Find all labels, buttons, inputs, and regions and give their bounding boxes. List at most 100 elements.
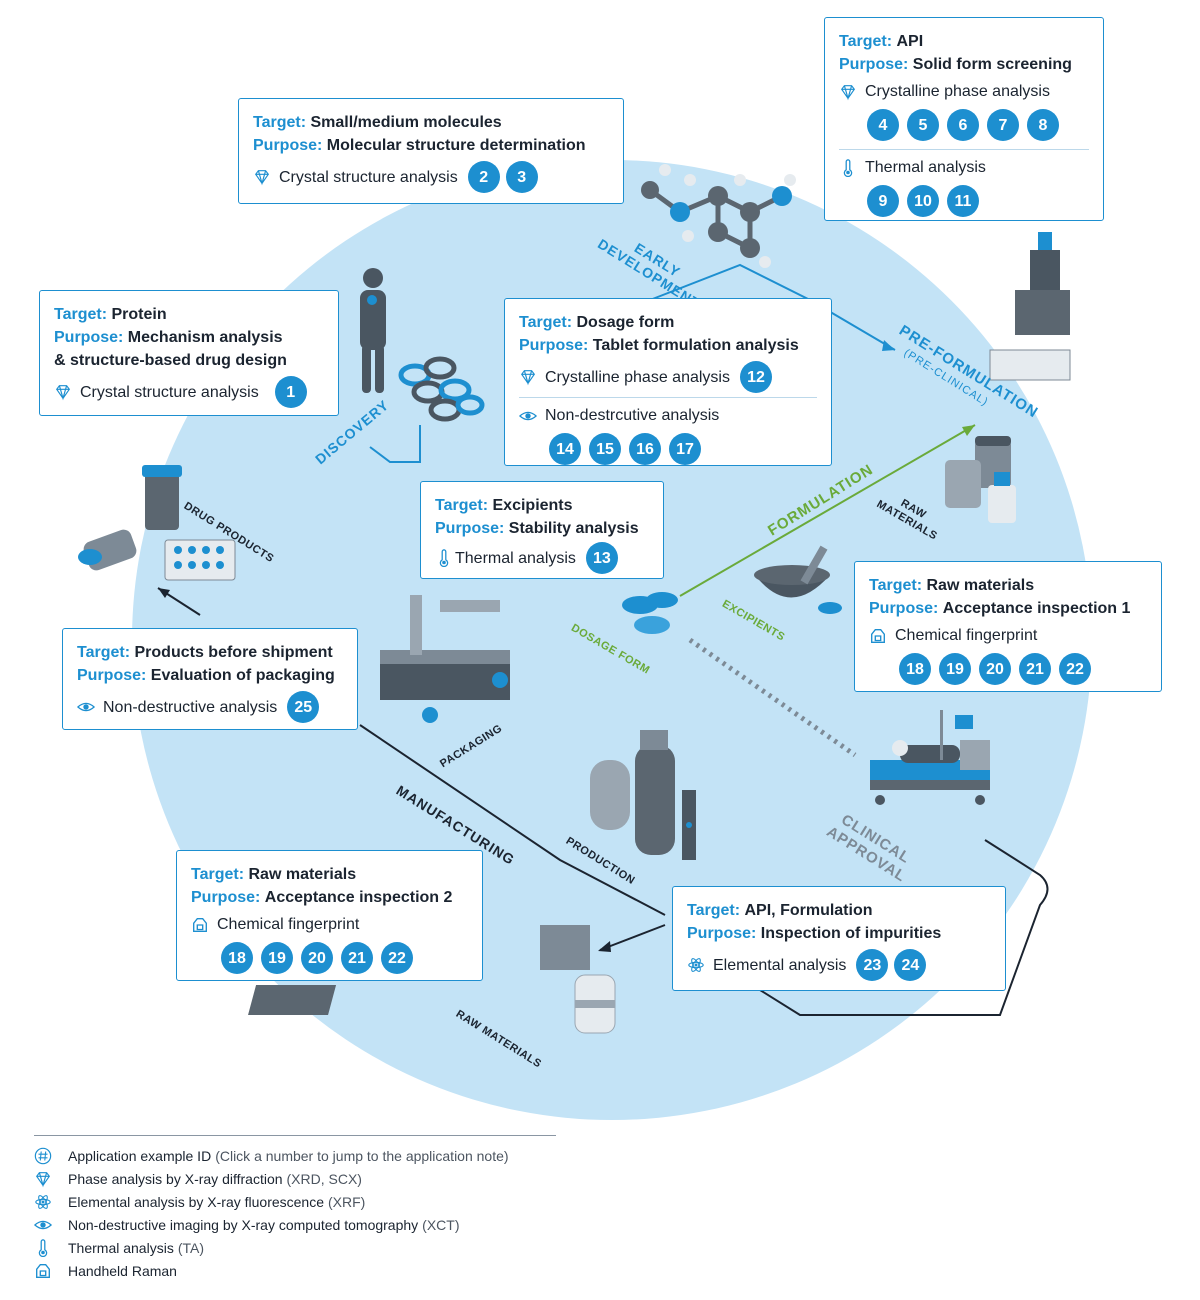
legend-paren: (XCT) <box>422 1216 460 1233</box>
discovery-connector <box>369 425 421 463</box>
app-id-button[interactable]: 3 <box>505 161 538 193</box>
legend-row: Elemental analysis by X-ray fluorescence… <box>34 1190 556 1213</box>
app-id-button[interactable]: 24 <box>894 949 927 981</box>
card-small-molecules: Target: Small/medium molecules Purpose: … <box>238 98 624 204</box>
purpose-label: Purpose: <box>869 600 939 617</box>
divider <box>839 149 1089 150</box>
app-id-button[interactable]: 20 <box>301 942 333 974</box>
app-id-button[interactable]: 11 <box>947 185 979 217</box>
method-label: Thermal analysis <box>455 549 576 567</box>
legend-paren: (Click a number to jump to the applicati… <box>215 1147 509 1164</box>
diamond-icon <box>520 370 536 386</box>
purpose-label: Purpose: <box>435 520 505 537</box>
app-id-button[interactable]: 21 <box>1019 653 1051 685</box>
purpose-value: Acceptance inspection 1 <box>942 600 1131 617</box>
app-id-button[interactable]: 21 <box>341 942 373 974</box>
app-id-button[interactable]: 1 <box>274 376 307 408</box>
app-id-button[interactable]: 16 <box>629 433 661 465</box>
purpose-value: Acceptance inspection 2 <box>264 889 453 906</box>
app-id-button[interactable]: 15 <box>589 433 621 465</box>
purpose-label: Purpose: <box>839 56 909 73</box>
target-value: API <box>896 33 924 50</box>
legend-text: Phase analysis by X-ray diffraction <box>68 1170 283 1187</box>
early-dev-connector <box>649 263 896 351</box>
app-id-button[interactable]: 9 <box>867 185 899 217</box>
app-id-button[interactable]: 22 <box>1059 653 1091 685</box>
legend-row: Phase analysis by X-ray diffraction(XRD,… <box>34 1167 556 1190</box>
hospital-bed-illustration <box>870 710 990 805</box>
purpose-label: Purpose: <box>687 925 757 942</box>
method-label: Crystalline phase analysis <box>865 83 1050 100</box>
purpose-value: Evaluation of packaging <box>150 667 335 684</box>
clinical-dashed-connector <box>688 637 857 758</box>
eye-icon <box>519 411 537 420</box>
target-label: Target: <box>435 497 489 514</box>
app-id-button[interactable]: 19 <box>939 653 971 685</box>
app-id-button[interactable]: 18 <box>899 653 931 685</box>
purpose-value: Stability analysis <box>508 520 639 537</box>
target-value: Products before shipment <box>134 644 333 661</box>
human-body-illustration <box>360 268 386 393</box>
legend-paren: (TA) <box>177 1239 205 1256</box>
method-label: Thermal analysis <box>865 159 986 176</box>
app-id-button[interactable]: 25 <box>287 691 320 723</box>
method-label: Elemental analysis <box>713 956 847 974</box>
method-label: Crystal structure analysis <box>80 383 259 401</box>
target-label: Target: <box>687 902 741 919</box>
purpose-label: Purpose: <box>519 337 589 354</box>
formulation-connector <box>679 424 976 597</box>
app-id-button[interactable]: 12 <box>739 361 772 393</box>
app-id-button[interactable]: 22 <box>381 942 413 974</box>
app-id-button[interactable]: 19 <box>261 942 293 974</box>
target-value: Small/medium molecules <box>310 114 502 131</box>
target-label: Target: <box>869 577 923 594</box>
legend-row: Handheld Raman <box>34 1259 556 1282</box>
purpose-value: Mechanism analysis <box>127 329 283 346</box>
drug-products-illustration <box>78 465 236 581</box>
app-id-button[interactable]: 5 <box>907 109 939 141</box>
app-id-button[interactable]: 8 <box>1027 109 1059 141</box>
legend-row: Non-destructive imaging by X-ray compute… <box>34 1213 556 1236</box>
thermometer-icon <box>843 158 853 177</box>
target-value: Raw materials <box>926 577 1035 594</box>
card-excipients: Target: Excipients Purpose: Stability an… <box>420 481 664 579</box>
app-id-button[interactable]: 7 <box>987 109 1019 141</box>
purpose-label: Purpose: <box>253 137 323 154</box>
purpose-value: Inspection of impurities <box>760 925 942 942</box>
app-id-button[interactable]: 18 <box>221 942 253 974</box>
card-dosage-form: Target: Dosage form Purpose: Tablet form… <box>504 298 832 466</box>
legend-text: Application example ID <box>68 1147 212 1164</box>
pipette-illustration <box>989 232 1071 381</box>
app-id-button[interactable]: 20 <box>979 653 1011 685</box>
app-id-button[interactable]: 6 <box>947 109 979 141</box>
app-id-button[interactable]: 17 <box>669 433 701 465</box>
card-api: Target: API Purpose: Solid form screenin… <box>824 17 1104 221</box>
legend-row: Application example ID(Click a number to… <box>34 1144 556 1167</box>
packaging-machine-illustration <box>380 595 510 723</box>
method-label: Non-destrcutive analysis <box>545 407 720 424</box>
legend-text: Handheld Raman <box>68 1262 177 1279</box>
atom-icon <box>688 958 704 972</box>
card-protein: Target: Protein Purpose: Mechanism analy… <box>39 290 339 416</box>
target-value: Raw materials <box>248 866 357 883</box>
card-raw-materials-1: Target: Raw materials Purpose: Acceptanc… <box>854 561 1162 692</box>
app-id-button[interactable]: 4 <box>867 109 899 141</box>
method-label: Chemical fingerprint <box>895 627 1038 644</box>
target-label: Target: <box>253 114 307 131</box>
legend-text: Elemental analysis by X-ray fluorescence <box>68 1193 325 1210</box>
raman-icon <box>193 917 207 932</box>
card-raw-materials-2: Target: Raw materials Purpose: Acceptanc… <box>176 850 483 981</box>
target-label: Target: <box>519 314 573 331</box>
manufacturing-connector <box>359 724 666 916</box>
app-id-button[interactable]: 23 <box>856 949 889 981</box>
diamond-icon <box>254 170 270 186</box>
thermometer-icon <box>439 549 449 567</box>
eye-icon <box>34 1220 52 1229</box>
card-api-formulation: Target: API, Formulation Purpose: Inspec… <box>672 886 1006 991</box>
app-id-button[interactable]: 10 <box>907 185 939 217</box>
app-id-button[interactable]: 14 <box>549 433 581 465</box>
app-id-button[interactable]: 2 <box>467 161 500 193</box>
purpose-value: Solid form screening <box>912 56 1072 73</box>
app-id-button[interactable]: 13 <box>585 542 618 574</box>
purpose-value-continued: & structure-based drug design <box>54 352 287 369</box>
